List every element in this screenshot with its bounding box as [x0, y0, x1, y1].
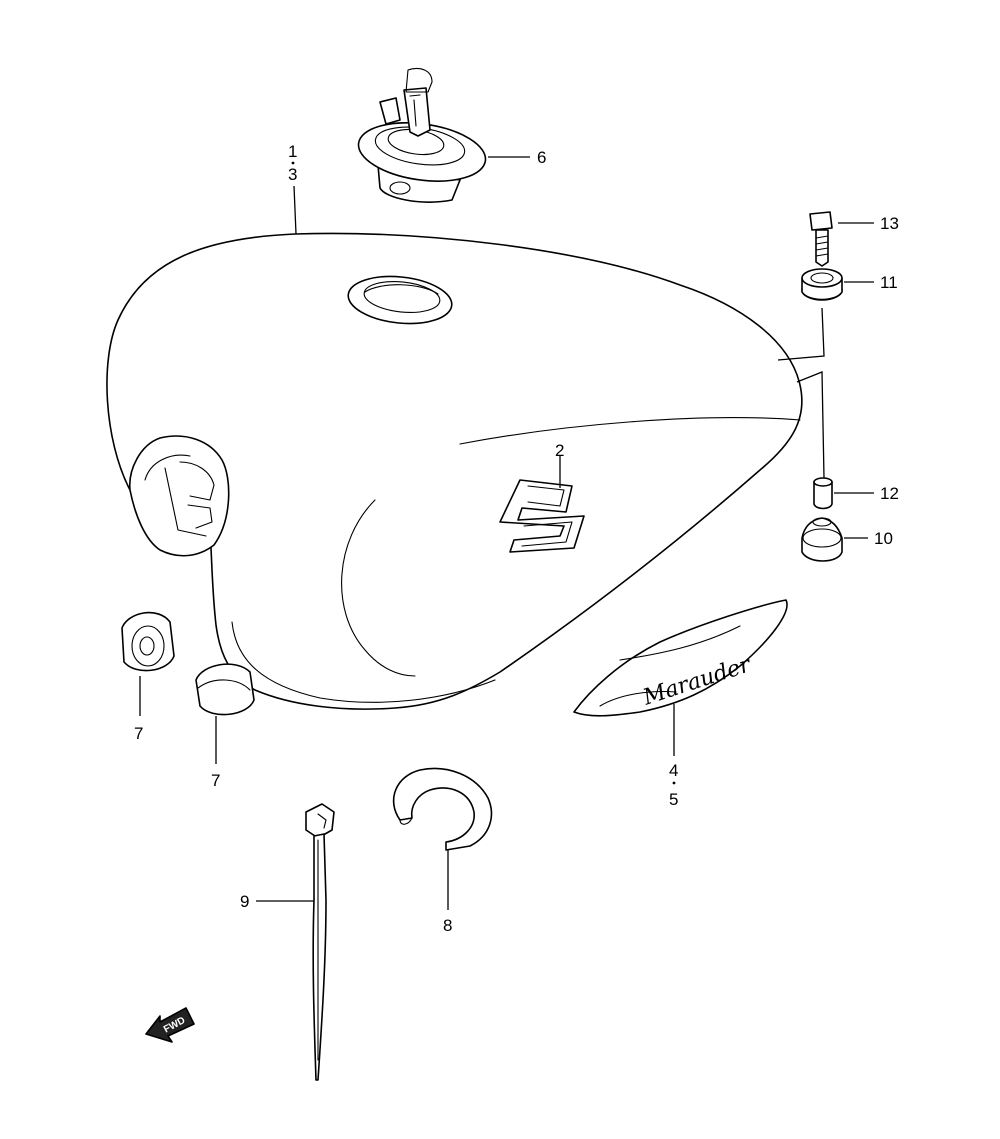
bolt-13 — [809, 211, 833, 267]
marauder-emblem: Marauder — [573, 599, 788, 717]
callout-7-right: 7 — [211, 771, 220, 790]
mount-line-upper — [777, 307, 825, 361]
callout-11: 11 — [880, 273, 898, 292]
callout-6: 6 — [537, 148, 546, 167]
cushion-10 — [801, 517, 843, 562]
callout-9: 9 — [240, 892, 249, 911]
callout-3: 3 — [288, 165, 297, 184]
rear-cutout — [129, 435, 230, 557]
callout-12: 12 — [880, 484, 899, 503]
fuel-cap — [357, 67, 487, 203]
damper-7-right — [195, 663, 255, 716]
collar-12 — [813, 477, 833, 510]
callout-7-left: 7 — [134, 724, 143, 743]
suzuki-s-emblem — [499, 479, 585, 553]
fuel-tank — [106, 232, 803, 710]
filler-opening — [347, 275, 453, 325]
callout-1: 1 — [288, 142, 297, 161]
callout-13: 13 — [880, 214, 899, 233]
cable-tie-9 — [305, 803, 335, 1081]
callout-labels: 1 3 6 13 11 2 12 10 4 5 7 7 8 9 — [134, 142, 899, 935]
damper-7-left — [121, 611, 175, 672]
leader-lines — [139, 156, 874, 910]
fwd-arrow: FWD — [145, 1007, 195, 1043]
grommet-11 — [801, 268, 843, 301]
callout-8: 8 — [443, 916, 452, 935]
mount-line-lower — [796, 371, 825, 479]
clamp-8 — [392, 767, 493, 851]
callout-2: 2 — [555, 441, 564, 460]
callout-5: 5 — [669, 790, 678, 809]
callout-10: 10 — [874, 529, 893, 548]
callout-4: 4 — [669, 761, 678, 780]
